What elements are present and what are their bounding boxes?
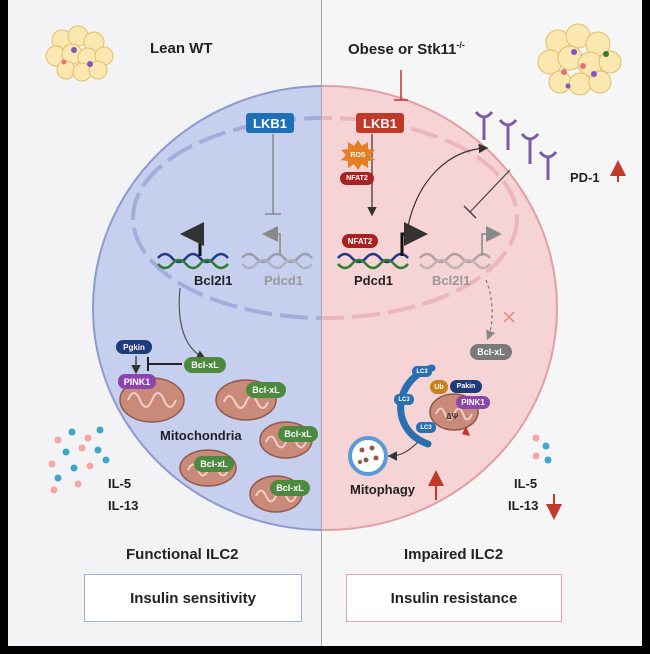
- pdcd1-transcription-arrow-right: [400, 222, 428, 256]
- bclxl-badge-right: Bcl-xL: [470, 344, 512, 360]
- pd1-inhibit-line: [469, 169, 511, 213]
- nfat2-badge-cyto: NFAT2: [340, 172, 374, 185]
- bclxl-badge-2: Bcl-xL: [278, 426, 318, 442]
- status-impaired: Impaired ILC2: [404, 546, 504, 563]
- gene-label-bcl2l1-right: Bcl2l1: [432, 273, 471, 288]
- membrane-potential-label: ΔΨ: [446, 412, 459, 421]
- pink1-badge-left: PINK1: [118, 374, 156, 389]
- pd1-label: PD-1: [570, 170, 600, 185]
- pakin-badge: Pakin: [450, 380, 482, 393]
- figure-frame: Lean WT LKB1 Bcl2l1 Pdcd1 Pgkin Bcl-xL P…: [8, 0, 642, 646]
- il13-label-right: IL-13: [508, 498, 539, 513]
- autophagosome: [348, 436, 388, 476]
- cytokine-dots-right: [532, 434, 552, 464]
- bclxl-badge-main: Bcl-xL: [184, 357, 226, 373]
- to-autophagosome-arrow: [387, 441, 419, 461]
- bclxl-badge-3: Bcl-xL: [194, 456, 234, 472]
- outcome-insulin-sensitivity: Insulin sensitivity: [84, 574, 302, 622]
- pgkin-badge: Pgkin: [116, 340, 152, 354]
- ros-burst: [341, 140, 375, 170]
- il5-label-left: IL-5: [108, 476, 132, 491]
- block-x-mark: [503, 311, 515, 323]
- bcl2l1-transcription-arrow-right: [481, 226, 502, 256]
- nucleus-right: [322, 116, 519, 320]
- dna-pdcd1-left: [241, 252, 313, 270]
- lean-title: Lean WT: [150, 40, 213, 57]
- bcl2l1-blocked-arrow: [485, 279, 496, 341]
- dna-bcl2l1-right: [419, 252, 491, 270]
- dna-bcl2l1-left: [157, 252, 229, 270]
- status-functional: Functional ILC2: [126, 546, 239, 563]
- nfat2-badge-dna: NFAT2: [342, 234, 378, 248]
- bclxl-badge-1: Bcl-xL: [246, 382, 286, 398]
- pd1-inhibit-bar: [463, 205, 477, 219]
- lc3-badge-c: LC3: [416, 422, 436, 433]
- il5-label-right: IL-5: [514, 476, 538, 491]
- bclxl-badge-4: Bcl-xL: [270, 480, 310, 496]
- lc3-badge-a: LC3: [412, 366, 432, 377]
- pdcd1-transcription-arrow: [262, 226, 281, 256]
- bcl2l1-transcription-arrow: [180, 222, 204, 256]
- lkb1-badge-left: LKB1: [246, 113, 294, 133]
- pink1-badge-right: PINK1: [456, 396, 490, 409]
- obese-title: Obese or Stk11-/-: [348, 40, 465, 58]
- lc3-badge-b: LC3: [394, 394, 414, 405]
- membrane-potential-drop: [462, 426, 470, 436]
- gene-label-pdcd1-left: Pdcd1: [264, 273, 304, 288]
- dna-pdcd1-right: [337, 252, 409, 270]
- cell-right-half: [322, 85, 558, 531]
- lkb1-badge-right: LKB1: [356, 113, 404, 133]
- adipocyte-cluster-icon: [45, 25, 114, 82]
- pdcd1-to-pd1-arrow: [407, 143, 489, 227]
- mitochondrion-large: [119, 377, 185, 423]
- bcl2l1-to-bclxl-arrow: [178, 287, 207, 360]
- outcome-insulin-resistance: Insulin resistance: [346, 574, 562, 622]
- nucleus-left: [131, 116, 322, 320]
- gene-label-bcl2l1-left: Bcl2l1: [194, 273, 233, 288]
- obese-adipocyte-cluster-icon: [537, 23, 622, 96]
- ub-badge: Ub: [430, 380, 448, 394]
- pd1-receptors: [474, 111, 558, 180]
- cytokine-dots-left: [48, 426, 110, 494]
- mitochondria-label: Mitochondria: [160, 428, 242, 443]
- ilc2-cell: [92, 85, 558, 531]
- il13-label-left: IL-13: [108, 498, 139, 513]
- ros-label: ROS: [350, 151, 366, 159]
- mitophagy-label: Mitophagy: [350, 482, 415, 497]
- diagram-canvas: [45, 0, 626, 646]
- gene-label-pdcd1-right: Pdcd1: [354, 273, 394, 288]
